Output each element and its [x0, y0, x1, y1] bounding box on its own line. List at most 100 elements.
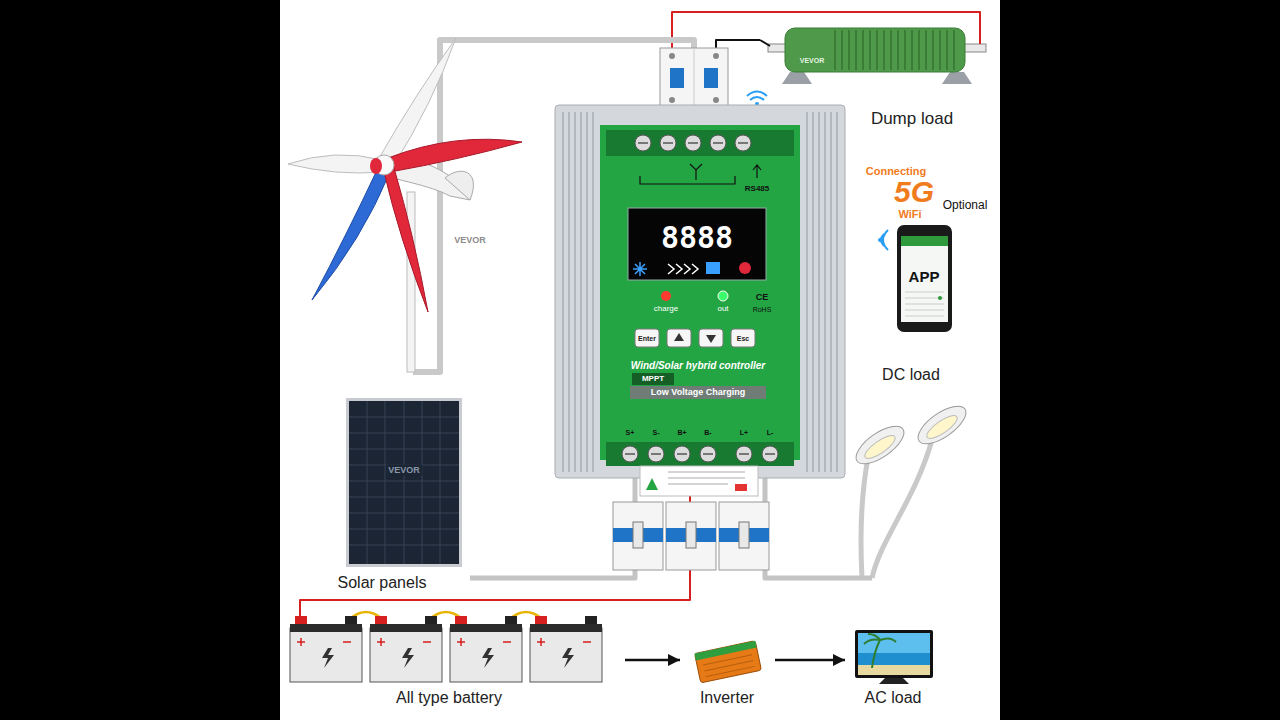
wifi-symbol [747, 92, 767, 101]
controller-housing [555, 105, 845, 496]
led-label: charge [654, 305, 678, 313]
circuit-breaker [739, 522, 749, 548]
street-lamp [861, 458, 868, 578]
street-lamp [850, 419, 910, 471]
tv-symbol [858, 633, 930, 653]
wind-turbine [384, 168, 428, 312]
wifi-note: Optional [943, 199, 988, 211]
terminal-label: L+ [740, 429, 748, 436]
battery-symbol [370, 628, 442, 682]
app-label: APP [909, 269, 940, 284]
controller-housing [640, 176, 735, 184]
circuit-breaker [713, 53, 719, 59]
solar-panel [346, 398, 462, 567]
controller-housing [633, 262, 647, 276]
controller-housing [628, 208, 766, 280]
solar-panel [349, 401, 459, 564]
resistor-symbol [760, 40, 770, 46]
battery-symbol [450, 628, 522, 682]
battery-symbol [535, 616, 547, 624]
resistor-symbol [782, 72, 972, 84]
control-button [667, 329, 691, 347]
terminal-screw [638, 142, 748, 144]
solar-panel [349, 401, 459, 564]
phone-symbol [938, 296, 942, 300]
battery-symbol [377, 638, 431, 646]
wifi-note: Connecting [866, 166, 927, 177]
circuit-breaker [613, 502, 663, 570]
battery-symbol [537, 638, 591, 646]
dc-load: DC load [850, 362, 990, 590]
wind-turbine [370, 158, 382, 174]
circuit-breaker [613, 502, 769, 570]
battery-bank: All type battery [285, 606, 625, 712]
solar-cable [470, 478, 635, 578]
cert-mark: RoHS [753, 306, 772, 313]
battery-symbol [505, 616, 517, 624]
charging-badge: Low Voltage Charging [651, 388, 745, 397]
resistor-symbol [785, 28, 965, 72]
controller-housing [718, 291, 728, 301]
part-label: Dump load [871, 110, 953, 127]
part-label: All type battery [396, 690, 502, 706]
circuit-breaker [633, 522, 643, 548]
control-button [635, 329, 755, 347]
wind-turbine [288, 38, 522, 372]
phone-symbol [901, 236, 948, 246]
circuit-breaker [660, 48, 728, 108]
wind-turbine [312, 168, 390, 300]
controller-housing [646, 478, 658, 490]
inverter: Inverter [680, 635, 775, 712]
circuit-breaker [686, 522, 696, 548]
part-label: AC load [865, 690, 922, 706]
inverter-symbol [695, 641, 757, 661]
hybrid-controller: Wind/Solar hybrid controllerMPPTLow Volt… [555, 105, 845, 478]
control-button [731, 329, 755, 347]
wind-turbine [288, 155, 382, 173]
mppt-badge: MPPT [642, 375, 664, 383]
circuit-breaker [670, 68, 684, 88]
battery-symbol [482, 648, 494, 668]
connector-group [300, 12, 980, 660]
phone-symbol [905, 292, 944, 316]
tv-symbol [855, 630, 933, 678]
terminal-label: S+ [626, 429, 635, 436]
controller-housing [632, 373, 674, 385]
wind-turbine [388, 139, 522, 172]
street-lamp [850, 576, 872, 581]
battery-symbol [530, 628, 602, 682]
controller-housing [606, 130, 794, 156]
resistor-symbol [835, 30, 954, 70]
circuit-breaker [713, 97, 719, 103]
battery-symbol [290, 606, 602, 682]
tv-symbol [858, 665, 930, 675]
battery-symbol [530, 624, 602, 632]
terminal-label: B- [704, 429, 711, 436]
battery-symbol [295, 616, 307, 624]
circuit-breaker [704, 68, 718, 88]
watermark: VEVOR [800, 57, 825, 64]
part-label: Inverter [700, 690, 754, 706]
part-label: DC load [882, 367, 940, 383]
street-lamp [850, 399, 972, 578]
controller-housing [735, 484, 747, 491]
inverter-symbol [695, 641, 762, 683]
street-lamp [912, 399, 972, 451]
battery-symbol [450, 624, 522, 632]
led-label: out [717, 305, 728, 313]
control-button [674, 333, 684, 341]
battery-symbol [290, 628, 362, 682]
wifi-note: 5G [894, 177, 934, 207]
button-label: Enter [638, 335, 656, 342]
inverter-symbol [695, 641, 762, 683]
solar-panels: Solar panels [330, 395, 470, 595]
tv-symbol [879, 678, 909, 684]
watermark: VEVOR [454, 236, 486, 245]
circuit-breaker [719, 502, 769, 570]
control-button [699, 329, 723, 347]
